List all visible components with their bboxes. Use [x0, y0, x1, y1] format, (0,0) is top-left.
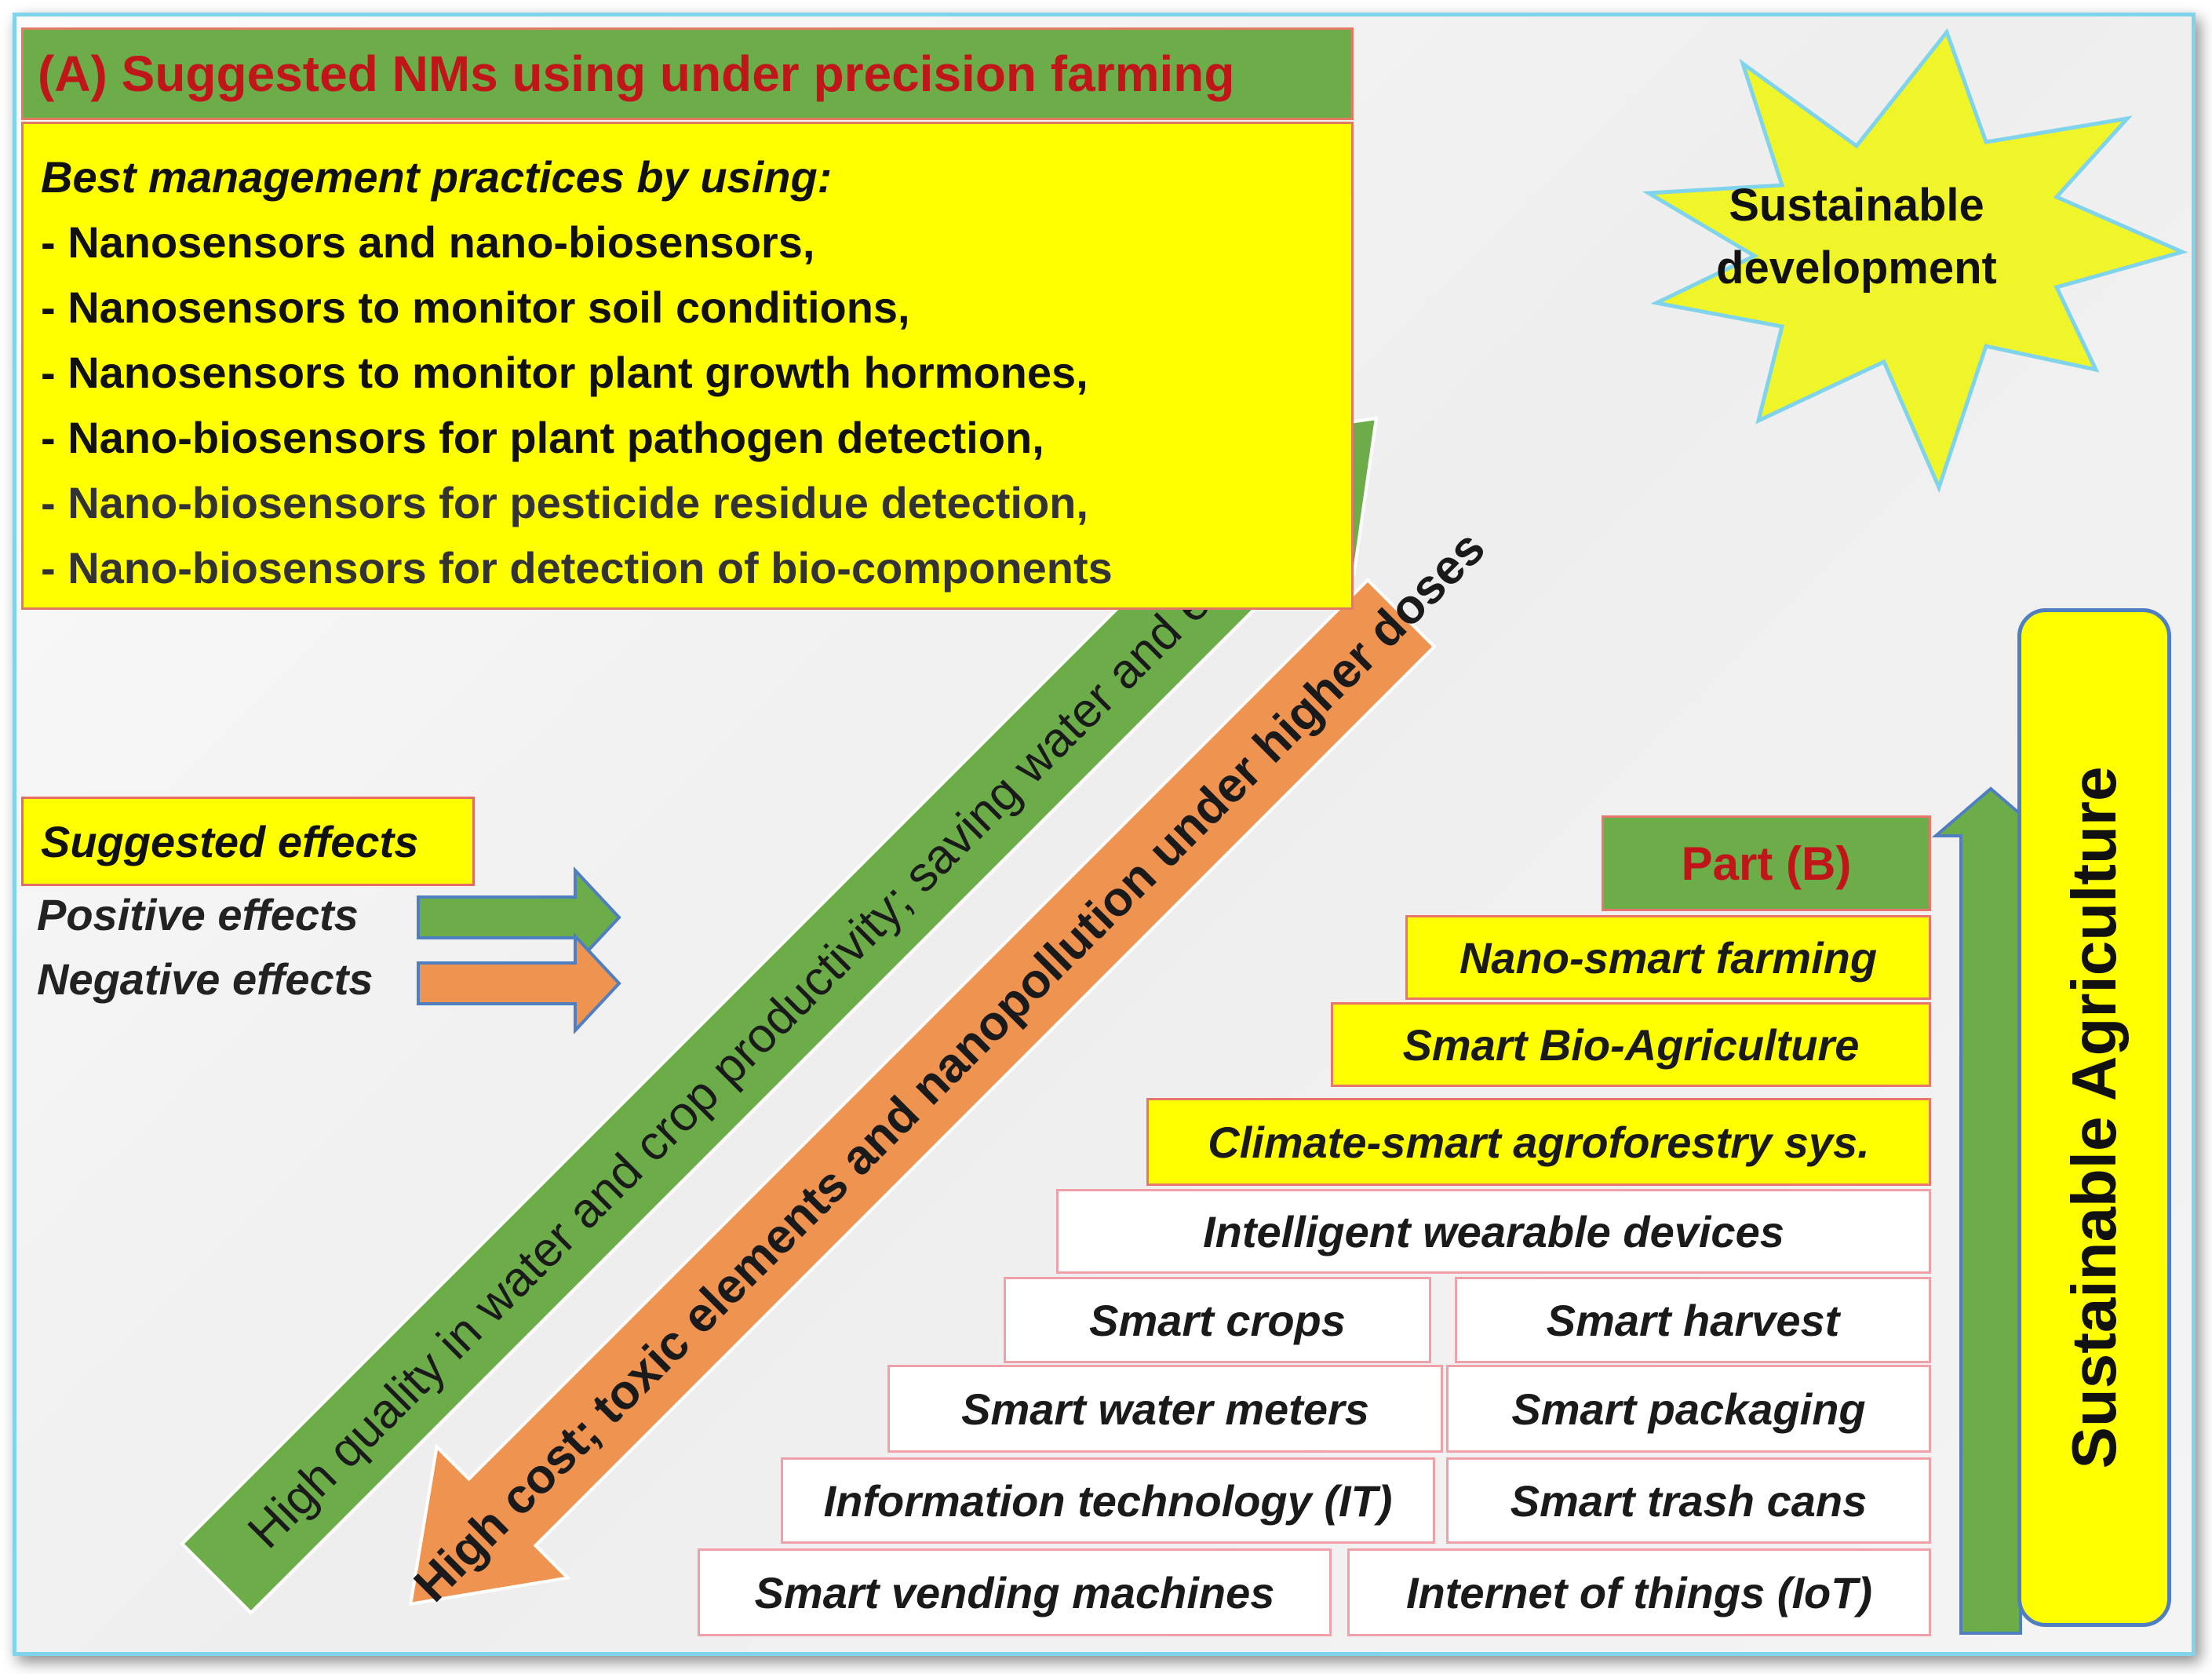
practice-item: - Nanosensors to monitor soil conditions…: [41, 283, 910, 332]
starburst-shape: [1642, 27, 2188, 493]
practice-item: - Nanosensors to monitor plant growth ho…: [41, 348, 1088, 397]
smart-crops-box: Smart crops: [1004, 1277, 1431, 1363]
starburst-text-2: development: [1716, 243, 1997, 294]
practice-item: - Nano-biosensors for detection of bio-c…: [41, 543, 1113, 593]
positive-legend-arrow: [417, 866, 621, 969]
best-practices-box: Best management practices by using: - Na…: [21, 122, 1354, 610]
part-b-title: Part (B): [1602, 815, 1931, 911]
smart-trash-cans-box: Smart trash cans: [1446, 1457, 1931, 1544]
smart-packaging-box: Smart packaging: [1446, 1365, 1931, 1453]
part-a-title: (A) Suggested NMs using under precision …: [21, 27, 1354, 120]
practice-item: - Nano-biosensors for pesticide residue …: [41, 478, 1088, 527]
nano-smart-farming-box: Nano-smart farming: [1405, 915, 1931, 1000]
smart-harvest-box: Smart harvest: [1455, 1277, 1931, 1363]
practices-heading: Best management practices by using:: [41, 152, 833, 202]
smart-vending-machines-box: Smart vending machines: [698, 1548, 1332, 1636]
practice-item: - Nano-biosensors for plant pathogen det…: [41, 413, 1044, 462]
negative-legend-arrow: [417, 932, 621, 1035]
information-technology-box: Information technology (IT): [781, 1457, 1435, 1544]
figure-frame: Sustainable development High quality in …: [13, 13, 2196, 1656]
sustainable-agriculture-label: Sustainable Agriculture: [2059, 766, 2129, 1469]
suggested-effects-title: Suggested effects: [21, 797, 475, 886]
internet-of-things-box: Internet of things (IoT): [1347, 1548, 1931, 1636]
starburst-text-1: Sustainable: [1729, 180, 1984, 231]
negative-effects-label: Negative effects: [37, 954, 374, 1004]
climate-smart-box: Climate-smart agroforestry sys.: [1146, 1098, 1931, 1186]
practice-item: - Nanosensors and nano-biosensors,: [41, 217, 815, 267]
smart-bio-agriculture-box: Smart Bio-Agriculture: [1331, 1002, 1931, 1087]
positive-effects-label: Positive effects: [37, 890, 359, 939]
sustainable-agriculture-column: Sustainable Agriculture: [2017, 608, 2171, 1627]
smart-water-meters-box: Smart water meters: [887, 1365, 1443, 1453]
wearable-devices-box: Intelligent wearable devices: [1056, 1189, 1931, 1274]
